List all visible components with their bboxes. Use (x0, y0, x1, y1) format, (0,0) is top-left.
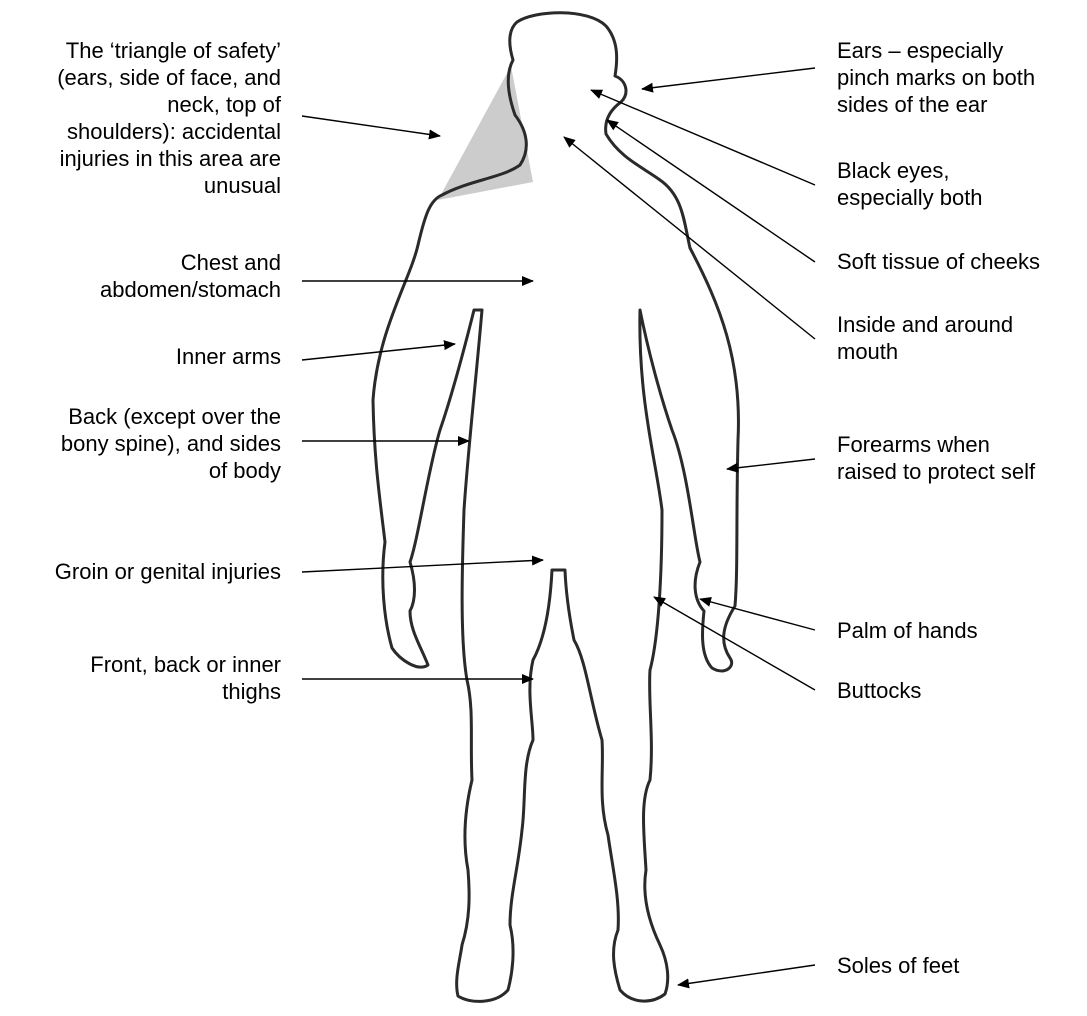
label-triangle-of-safety: The ‘triangle of safety’ (ears, side of … (57, 37, 281, 199)
arrow-mouth (564, 137, 815, 339)
arrow-triangle-of-safety (302, 116, 440, 136)
arrow-black-eyes (591, 90, 815, 185)
label-palms: Palm of hands (837, 617, 978, 644)
label-buttocks: Buttocks (837, 677, 921, 704)
label-forearms: Forearms when raised to protect self (837, 431, 1035, 485)
label-mouth: Inside and around mouth (837, 311, 1013, 365)
arrow-ears (642, 68, 815, 89)
label-ears: Ears – especially pinch marks on both si… (837, 37, 1035, 118)
arrow-palms (700, 599, 815, 630)
arrow-soles (678, 965, 815, 985)
label-groin: Groin or genital injuries (55, 558, 281, 585)
body-outline (373, 13, 738, 1002)
label-black-eyes: Black eyes, especially both (837, 157, 983, 211)
arrow-forearms (727, 459, 815, 469)
arrow-groin (302, 560, 543, 572)
label-soles: Soles of feet (837, 952, 959, 979)
label-back-sides: Back (except over the bony spine), and s… (61, 403, 281, 484)
label-cheeks: Soft tissue of cheeks (837, 248, 1040, 275)
arrow-buttocks (654, 597, 815, 690)
label-thighs: Front, back or inner thighs (90, 651, 281, 705)
label-inner-arms: Inner arms (176, 343, 281, 370)
label-chest-abdomen: Chest and abdomen/stomach (100, 249, 281, 303)
